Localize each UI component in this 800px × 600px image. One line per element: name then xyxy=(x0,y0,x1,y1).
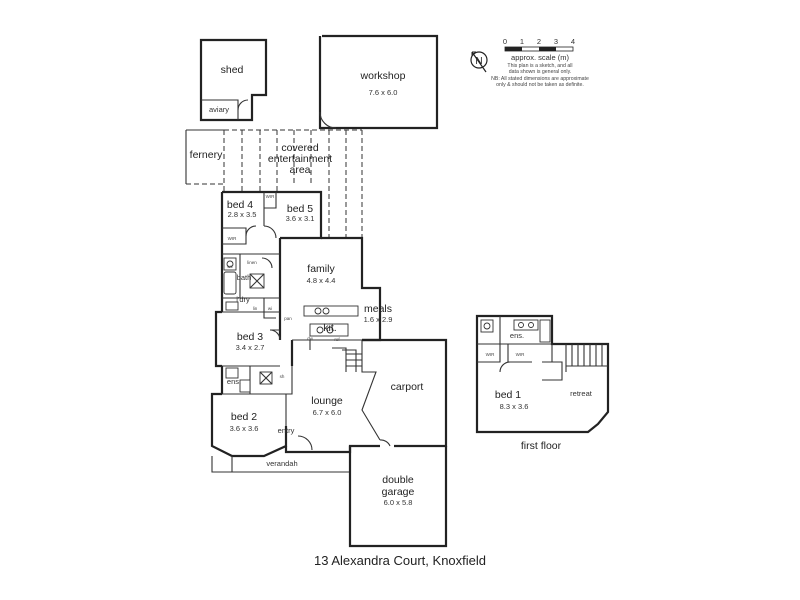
room-ensuite-up: ens. xyxy=(510,331,524,340)
room-bed5-dim: 3.6 x 3.1 xyxy=(286,214,315,223)
label-ref: ref xyxy=(334,337,340,342)
first-floor-plan xyxy=(475,314,610,434)
room-garage-dim: 6.0 x 5.8 xyxy=(384,498,413,507)
room-bed5: bed 5 xyxy=(287,203,313,215)
room-meals: meals xyxy=(364,303,392,315)
room-garage-1: double xyxy=(382,474,414,486)
covered-label-3: area xyxy=(289,164,310,176)
room-bed1: bed 1 xyxy=(495,389,521,401)
scale-tick-1: 1 xyxy=(520,37,524,46)
room-kitchen: kit. xyxy=(323,322,336,334)
room-bed4: bed 4 xyxy=(227,199,253,211)
scale-tick-2: 2 xyxy=(537,37,541,46)
room-bed1-dim: 8.3 x 3.6 xyxy=(500,402,529,411)
room-ensuite: ens. xyxy=(227,377,241,386)
scale-tick-3: 3 xyxy=(554,37,558,46)
scale-tick-4: 4 xyxy=(571,37,575,46)
room-garage-2: garage xyxy=(382,486,415,498)
scale-note-2: data shown is general only. xyxy=(509,69,571,75)
room-aviary: aviary xyxy=(209,105,229,114)
carport xyxy=(362,338,448,448)
room-laundry: l'dry xyxy=(236,295,250,304)
scale-note-4: only & should not be taken as definite. xyxy=(496,82,584,88)
room-lounge-dim: 6.7 x 6.0 xyxy=(313,408,342,417)
first-floor-label: first floor xyxy=(521,440,562,452)
room-bath: bath xyxy=(237,273,252,282)
label-wc: wc xyxy=(227,264,233,269)
room-lounge: lounge xyxy=(311,395,343,407)
label-wir-up-2: WIR xyxy=(516,352,525,357)
covered-area xyxy=(223,129,363,240)
room-retreat: retreat xyxy=(570,389,593,398)
label-wi: wi xyxy=(268,306,272,311)
north-compass-icon: N xyxy=(470,51,488,73)
room-shed: shed xyxy=(221,64,244,76)
label-wir-bed4: WIR xyxy=(228,236,237,241)
label-wir-up-1: WIR xyxy=(486,352,495,357)
label-wir-bed5: WIR xyxy=(266,194,275,199)
workshop xyxy=(318,34,439,130)
room-bed4-dim: 2.8 x 3.5 xyxy=(228,210,257,219)
shed xyxy=(199,38,268,122)
label-lin: lin xyxy=(253,306,258,311)
label-linen: linen xyxy=(247,260,257,265)
scale-label: approx. scale (m) xyxy=(511,53,569,62)
verandah xyxy=(211,456,350,473)
room-bed2-dim: 3.6 x 3.6 xyxy=(230,424,259,433)
room-bed3: bed 3 xyxy=(237,331,263,343)
fernery xyxy=(185,129,224,185)
label-sh: sh xyxy=(280,374,285,379)
room-verandah: verandah xyxy=(266,459,297,468)
room-bed2: bed 2 xyxy=(231,411,257,423)
scale-note-1: This plan is a sketch, and all xyxy=(507,63,572,69)
covered-label-1: covered xyxy=(281,142,319,154)
room-meals-dim: 1.6 x 2.9 xyxy=(364,315,393,324)
room-bed3-dim: 3.4 x 2.7 xyxy=(236,343,265,352)
scale-tick-0: 0 xyxy=(503,37,507,46)
room-family-dim: 4.8 x 4.4 xyxy=(307,276,336,285)
double-garage xyxy=(348,446,448,548)
scale-note-3: NB: All stated dimensions are approximat… xyxy=(491,76,589,82)
room-workshop: workshop xyxy=(360,70,406,82)
room-entry: entry xyxy=(278,426,295,435)
label-dw: dw xyxy=(307,336,314,341)
room-carport: carport xyxy=(391,381,424,393)
property-address: 13 Alexandra Court, Knoxfield xyxy=(314,553,486,568)
room-fernery: fernery xyxy=(190,149,223,161)
room-family: family xyxy=(307,263,335,275)
label-pan: pan xyxy=(284,316,292,321)
compass-n: N xyxy=(475,56,482,67)
scale-bar: 0 1 2 3 4 approx. scale (m) This plan is… xyxy=(491,37,589,88)
covered-label-2: entertainment xyxy=(268,153,332,165)
room-workshop-dim: 7.6 x 6.0 xyxy=(369,88,398,97)
